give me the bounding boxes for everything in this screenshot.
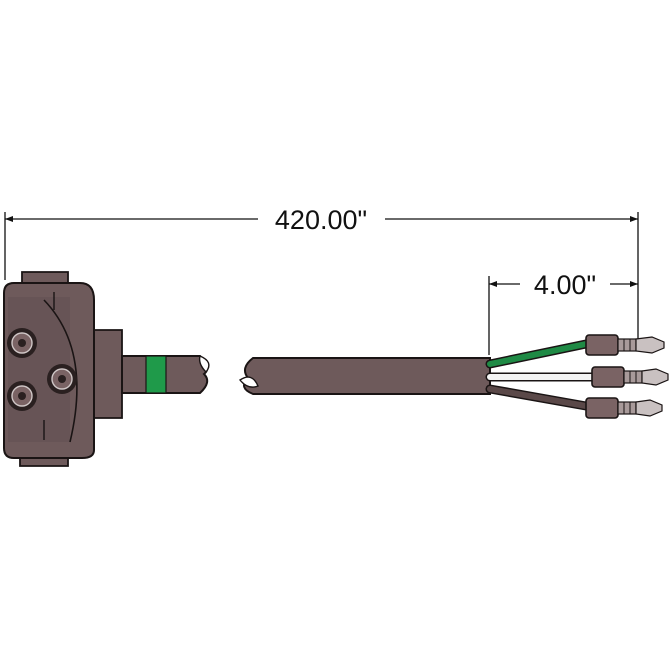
terminal-white [591,366,669,388]
socket-bottom-left [7,381,37,411]
socket-bottom-right [47,364,77,394]
socket-top [7,328,37,358]
twist-lock-connector-icon [3,271,123,467]
cable-left-segment [121,355,210,394]
ring-terminal-icon [585,334,669,419]
strip-dimension: 4.00" [488,270,638,355]
overall-length-label: 420.00" [275,205,367,235]
cable-right-segment [238,357,491,395]
strip-length-label: 4.00" [534,270,596,300]
overall-dimension: 420.00" [4,205,639,345]
terminal-green [585,334,665,356]
wires [485,339,597,411]
terminal-black [585,397,663,419]
green-band [145,355,167,394]
